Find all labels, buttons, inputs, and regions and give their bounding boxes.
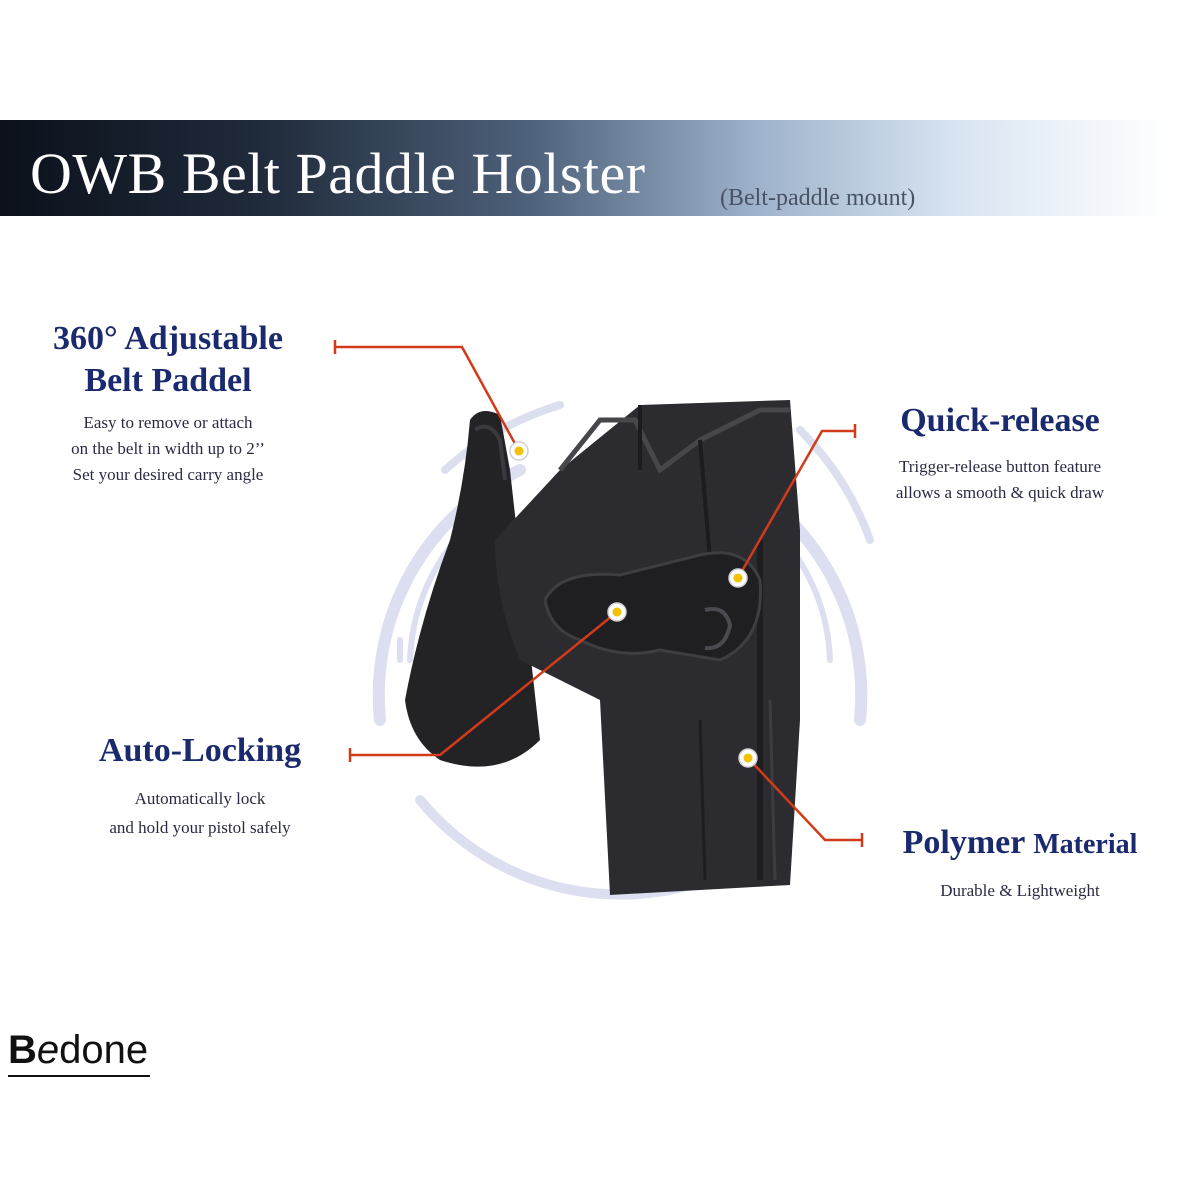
title-banner [0, 120, 1170, 216]
feature-adjustable-desc-line3: Set your desired carry angle [72, 465, 264, 484]
feature-adjustable-title-line1: 360° Adjustable [53, 320, 283, 357]
callout-dot-auto-locking [607, 602, 627, 622]
callout-dot-polymer [738, 748, 758, 768]
feature-auto-locking-desc-line2: and hold your pistol safely [109, 818, 291, 837]
callout-quick-release-line [736, 424, 857, 579]
feature-auto-locking-title: Auto-Locking [98, 732, 302, 769]
feature-polymer: Polymer Material Durable & Lightweight [880, 822, 1160, 904]
feature-adjustable-desc-line2: on the belt in width up to 2’’ [71, 439, 265, 458]
belt-paddle [405, 411, 540, 767]
callout-auto-locking-line [348, 611, 618, 762]
callout-adjustable-line [333, 340, 521, 452]
page-subtitle: (Belt-paddle mount) [720, 185, 916, 211]
feature-polymer-title-rest: Material [1033, 829, 1138, 860]
feature-auto-locking-desc-line1: Automatically lock [134, 789, 266, 808]
lock-lever [543, 551, 762, 662]
feature-quick-release-desc-line1: Trigger-release button feature [898, 457, 1101, 476]
feature-adjustable-title-line2: Belt Paddel [84, 362, 252, 399]
feature-quick-release: Quick-release Trigger-release button fea… [855, 400, 1145, 506]
feature-quick-release-title: Quick-release [900, 402, 1100, 439]
page-title: OWB Belt Paddle Holster [30, 141, 646, 206]
feature-polymer-title-main: Polymer [902, 824, 1025, 861]
feature-quick-release-desc-line2: allows a smooth & quick draw [895, 483, 1105, 502]
feature-adjustable: 360° Adjustable Belt Paddel Easy to remo… [28, 318, 308, 488]
callout-dot-quick-release [728, 568, 748, 588]
callout-lines [333, 340, 864, 847]
feature-adjustable-desc-line1: Easy to remove or attach [83, 413, 253, 432]
feature-polymer-desc: Durable & Lightweight [940, 881, 1100, 900]
callout-dot-adjustable [509, 441, 529, 461]
callout-polymer-line [747, 757, 864, 847]
feature-auto-locking: Auto-Locking Automatically lock and hold… [60, 730, 340, 842]
callout-dots [509, 441, 758, 768]
brand-logo: Bedone [8, 1028, 151, 1077]
